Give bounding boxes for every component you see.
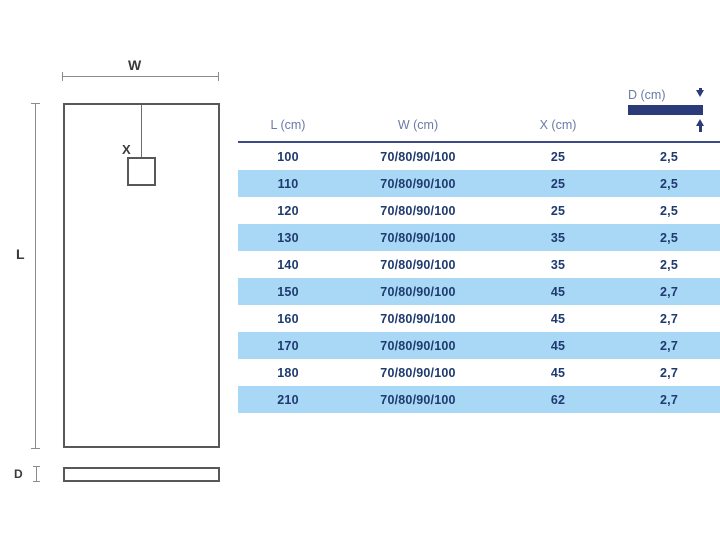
cell-offset: 45 (498, 359, 618, 386)
cell-length: 180 (238, 359, 338, 386)
cell-depth: 2,5 (618, 142, 720, 170)
cell-width: 70/80/90/100 (338, 251, 498, 278)
cell-offset: 25 (498, 197, 618, 224)
cell-width: 70/80/90/100 (338, 197, 498, 224)
dimension-label-width: W (128, 57, 142, 73)
depth-dimension-line (33, 466, 40, 482)
column-header-offset: X (cm) (498, 112, 618, 143)
cell-offset: 35 (498, 224, 618, 251)
cell-depth: 2,7 (618, 386, 720, 413)
cell-length: 110 (238, 170, 338, 197)
width-dimension-line (62, 76, 219, 77)
cell-depth: 2,5 (618, 197, 720, 224)
cell-length: 120 (238, 197, 338, 224)
cell-length: 210 (238, 386, 338, 413)
cell-width: 70/80/90/100 (338, 386, 498, 413)
cell-width: 70/80/90/100 (338, 305, 498, 332)
cell-depth: 2,5 (618, 251, 720, 278)
column-header-depth (618, 112, 720, 143)
cell-width: 70/80/90/100 (338, 332, 498, 359)
cell-length: 100 (238, 142, 338, 170)
cell-width: 70/80/90/100 (338, 142, 498, 170)
cell-depth: 2,7 (618, 332, 720, 359)
cell-length: 150 (238, 278, 338, 305)
cell-depth: 2,7 (618, 278, 720, 305)
offset-dimension-line (141, 105, 142, 171)
depth-column-header-label: D (cm) (628, 88, 666, 102)
depth-bar-icon (628, 105, 703, 115)
cell-depth: 2,7 (618, 359, 720, 386)
cell-depth: 2,5 (618, 224, 720, 251)
drain-outlet (127, 157, 156, 186)
length-dimension-tick-bottom (31, 448, 40, 449)
cell-offset: 35 (498, 251, 618, 278)
cell-offset: 25 (498, 170, 618, 197)
cell-length: 140 (238, 251, 338, 278)
cell-depth: 2,7 (618, 305, 720, 332)
cell-width: 70/80/90/100 (338, 170, 498, 197)
width-dimension-tick-right (218, 72, 219, 81)
cell-length: 130 (238, 224, 338, 251)
cell-offset: 45 (498, 278, 618, 305)
length-dimension-tick-top (31, 103, 40, 104)
column-header-length: L (cm) (238, 112, 338, 143)
table-header-row: L (cm) W (cm) X (cm) (238, 112, 720, 143)
cell-offset: 62 (498, 386, 618, 413)
cell-width: 70/80/90/100 (338, 278, 498, 305)
column-header-width: W (cm) (338, 112, 498, 143)
cell-offset: 25 (498, 142, 618, 170)
cell-depth: 2,5 (618, 170, 720, 197)
arrow-down-icon (696, 88, 704, 97)
length-dimension-line (35, 103, 36, 448)
dimension-label-length: L (16, 246, 25, 262)
cell-length: 170 (238, 332, 338, 359)
dimension-label-depth: D (14, 467, 23, 481)
cell-offset: 45 (498, 305, 618, 332)
cell-offset: 45 (498, 332, 618, 359)
dimension-label-offset: X (122, 142, 131, 157)
cell-length: 160 (238, 305, 338, 332)
technical-drawing: W L X D (0, 0, 238, 540)
cell-width: 70/80/90/100 (338, 224, 498, 251)
cell-width: 70/80/90/100 (338, 359, 498, 386)
width-dimension-tick-left (62, 72, 63, 81)
tray-side-view (63, 467, 220, 482)
